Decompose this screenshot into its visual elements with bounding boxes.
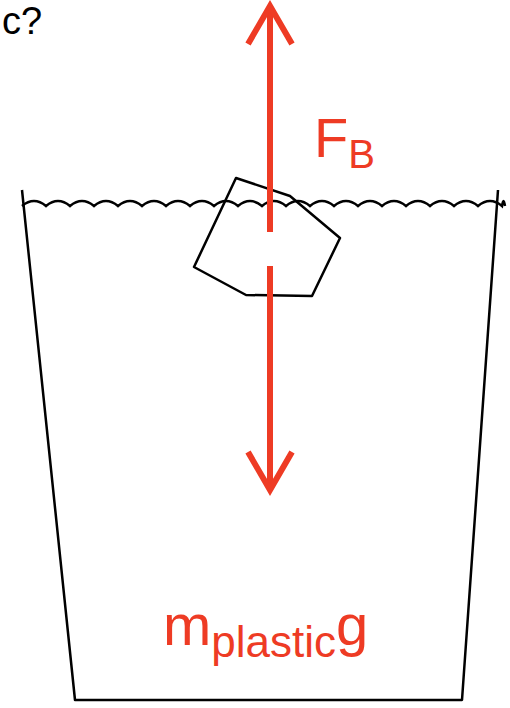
symbol: m (163, 592, 211, 657)
buoyant-force-arrow (248, 6, 292, 232)
symbol: c? (2, 0, 42, 42)
force-label: mplasticg (163, 596, 368, 664)
subscript: plastic (211, 617, 336, 666)
cup-outline (22, 190, 498, 700)
heading-fragment: c? (2, 2, 42, 40)
symbol: F (314, 106, 348, 169)
symbol: g (336, 592, 368, 657)
weight-arrow (248, 266, 292, 490)
force-label: FB (314, 110, 375, 174)
subscript: B (348, 132, 375, 176)
water-surface (22, 201, 505, 206)
